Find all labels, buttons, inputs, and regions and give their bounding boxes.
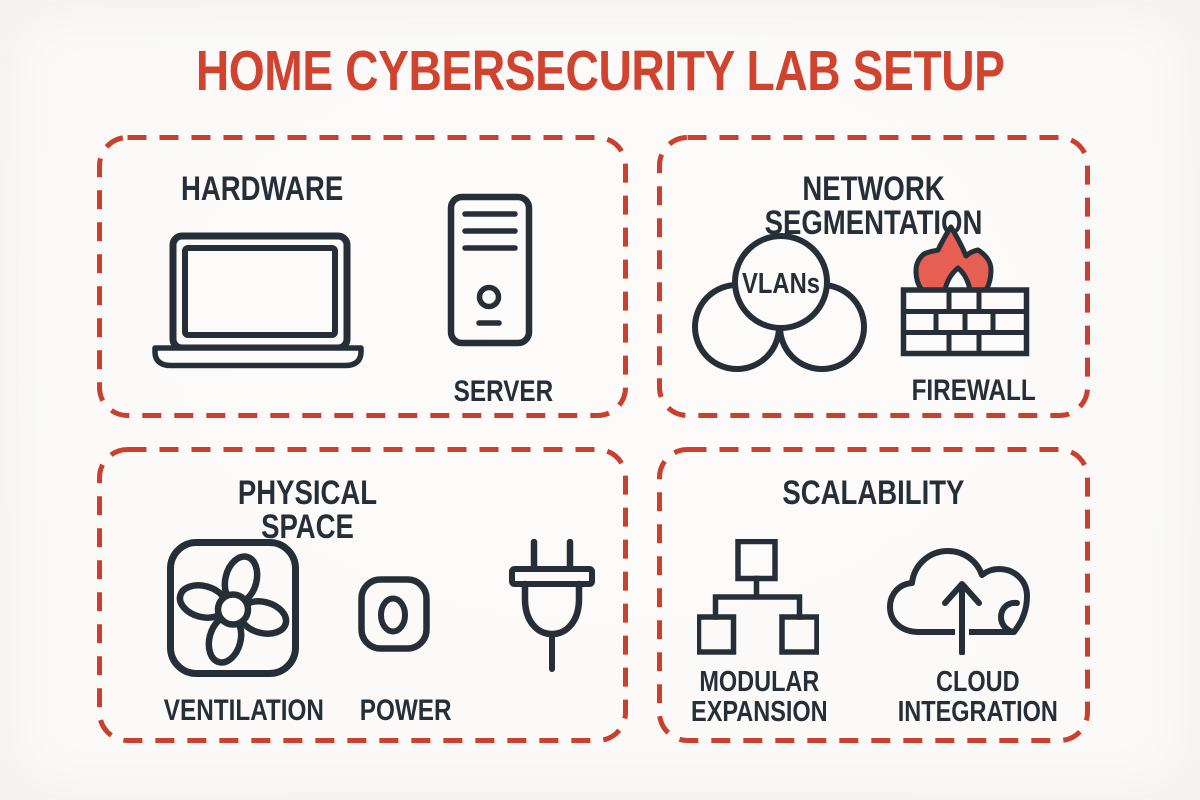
firewall-label: FIREWALL bbox=[911, 374, 1036, 407]
page-title: HOME CYBERSECURITY LAB SETUP bbox=[195, 39, 1005, 103]
panel-hardware: HARDWARE SERVER bbox=[97, 135, 628, 418]
server-label: SERVER bbox=[453, 375, 554, 408]
panel-network-segmentation: NETWORK SEGMENTATION VLANs FIREWALL bbox=[657, 135, 1090, 418]
vlans-text: VLANs bbox=[742, 268, 820, 300]
cloud-integration-icon bbox=[887, 548, 1030, 655]
power-plug-icon bbox=[509, 539, 595, 672]
power-outlet-icon bbox=[358, 576, 430, 652]
panel-scalability: SCALABILITY MODULAR EXPANSION CLOUD INTE… bbox=[657, 447, 1090, 743]
modular-expansion-icon bbox=[697, 539, 819, 655]
firewall-icon bbox=[900, 224, 1030, 357]
flame-icon bbox=[913, 224, 994, 293]
laptop-icon bbox=[152, 232, 364, 369]
panel-physical-space: PHYSICAL SPACE VENTILATION POWER bbox=[97, 447, 628, 743]
section-heading: PHYSICAL SPACE bbox=[237, 474, 378, 546]
dashed-border bbox=[657, 447, 1090, 743]
server-tower-icon bbox=[447, 193, 533, 347]
section-heading: SCALABILITY bbox=[782, 474, 965, 512]
ventilation-fan-icon bbox=[167, 539, 299, 677]
dashed-border bbox=[97, 135, 628, 418]
section-heading: HARDWARE bbox=[180, 170, 344, 208]
dashed-border bbox=[657, 135, 1090, 418]
cloud-integration-label: CLOUD INTEGRATION bbox=[897, 666, 1058, 728]
modular-expansion-label: MODULAR EXPANSION bbox=[691, 666, 828, 728]
vlans-venn-icon: VLANs bbox=[692, 233, 867, 372]
power-label: POWER bbox=[359, 694, 452, 727]
dashed-border bbox=[97, 447, 628, 743]
ventilation-label: VENTILATION bbox=[163, 694, 324, 727]
